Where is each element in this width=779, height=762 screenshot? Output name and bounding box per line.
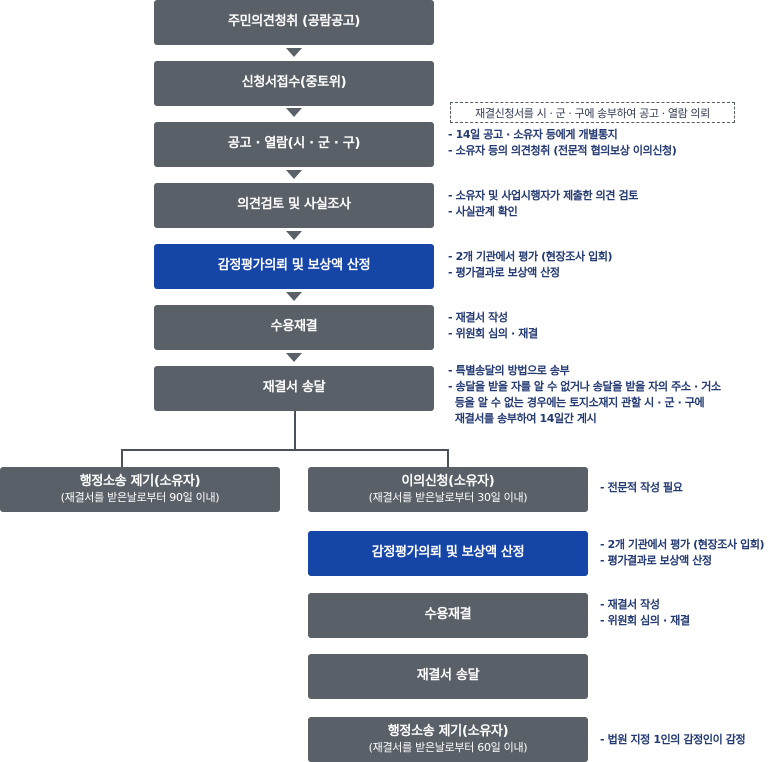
step-public-notice: 공고 · 열람(시 · 군 · 구) — [154, 122, 434, 167]
step-sublabel: (재결서를 받은날로부터 60일 이내) — [368, 741, 528, 755]
connector-vertical — [294, 411, 296, 450]
step-sublabel: (재결서를 받은날로부터 90일 이내) — [60, 491, 220, 505]
step-label: 신청서접수(중토위) — [241, 75, 347, 91]
note-line: 재결서를 송부하여 14일간 게시 — [448, 412, 597, 425]
step-label: 이의신청(소유자) — [401, 474, 495, 489]
step-label: 주민의견청취 (공람공고) — [227, 14, 361, 30]
note-line: - 재결서 작성 — [448, 311, 508, 324]
step-label: 수용재결 — [424, 607, 472, 623]
step-expropriation-ruling-2: 수용재결 — [308, 593, 588, 638]
note-opinion-review: - 소유자 및 사업시행자가 제출한 의견 검토 - 사실관계 확인 — [448, 188, 638, 220]
note-line: - 위원회 심의 · 재결 — [600, 614, 690, 627]
arrow-down-icon — [286, 231, 302, 240]
note-line: - 전문적 작성 필요 — [600, 481, 683, 494]
note-line: - 송달을 받을 자를 알 수 없거나 송달을 받을 자의 주소 · 거소 — [448, 380, 721, 393]
arrow-down-icon — [286, 353, 302, 362]
arrow-down-icon — [286, 108, 302, 117]
note-expropriation-ruling: - 재결서 작성 - 위원회 심의 · 재결 — [448, 310, 538, 342]
step-label: 감정평가의뢰 및 보상액 산정 — [217, 258, 371, 274]
step-public-hearing: 주민의견청취 (공람공고) — [154, 0, 434, 45]
step-label: 감정평가의뢰 및 보상액 산정 — [371, 545, 525, 561]
step-appraisal-2: 감정평가의뢰 및 보상액 산정 — [308, 531, 588, 576]
arrow-down-icon — [286, 292, 302, 301]
note-line: - 재결서 작성 — [600, 598, 660, 611]
step-label: 재결서 송달 — [262, 380, 326, 396]
step-application-receipt: 신청서접수(중토위) — [154, 61, 434, 106]
step-label: 의견검토 및 사실조사 — [237, 197, 351, 213]
arrow-down-icon — [286, 170, 302, 179]
note-expropriation-ruling-2: - 재결서 작성 - 위원회 심의 · 재결 — [600, 597, 690, 629]
step-administrative-suit-60: 행정소송 제기(소유자) (재결서를 받은날로부터 60일 이내) — [308, 717, 588, 762]
note-line: - 평가결과로 보상액 산정 — [448, 266, 560, 279]
note-line: - 사실관계 확인 — [448, 205, 518, 218]
note-public-notice: - 14일 공고 · 소유자 등에게 개별통지 - 소유자 등의 의견청취 (전… — [448, 127, 677, 159]
note-line: - 소유자 등의 의견청취 (전문적 협의보상 이의신청) — [448, 144, 677, 157]
note-objection: - 전문적 작성 필요 — [600, 480, 683, 496]
note-line: - 평가결과로 보상액 산정 — [600, 554, 712, 567]
step-ruling-delivery-2: 재결서 송달 — [308, 654, 588, 699]
note-line: - 2개 기관에서 평가 (현장조사 입회) — [600, 538, 765, 551]
note-line: - 14일 공고 · 소유자 등에게 개별통지 — [448, 128, 618, 141]
note-line: - 특별송달의 방법으로 송부 — [448, 364, 570, 377]
dashed-note-text: 재결신청서를 시 · 군 · 구에 송부하여 공고 · 열람 의뢰 — [475, 106, 710, 120]
note-ruling-delivery: - 특별송달의 방법으로 송부 - 송달을 받을 자를 알 수 없거나 송달을 … — [448, 363, 721, 427]
step-objection: 이의신청(소유자) (재결서를 받은날로부터 30일 이내) — [308, 467, 588, 512]
note-administrative-suit-60: - 법원 지정 1인의 감정인이 감정 — [600, 732, 746, 748]
connector-left-drop — [121, 449, 123, 467]
step-sublabel: (재결서를 받은날로부터 30일 이내) — [368, 491, 528, 505]
connector-right-drop — [447, 449, 449, 467]
step-appraisal: 감정평가의뢰 및 보상액 산정 — [154, 244, 434, 289]
note-line: - 2개 기관에서 평가 (현장조사 입회) — [448, 250, 613, 263]
step-expropriation-ruling: 수용재결 — [154, 305, 434, 350]
note-line: - 법원 지정 1인의 감정인이 감정 — [600, 733, 746, 746]
arrow-down-icon — [286, 48, 302, 57]
step-label: 행정소송 제기(소유자) — [387, 724, 509, 739]
step-label: 행정소송 제기(소유자) — [79, 474, 201, 489]
step-label: 재결서 송달 — [416, 668, 480, 684]
step-label: 수용재결 — [270, 319, 318, 335]
dashed-note-box: 재결신청서를 시 · 군 · 구에 송부하여 공고 · 열람 의뢰 — [450, 102, 735, 123]
note-line: - 소유자 및 사업시행자가 제출한 의견 검토 — [448, 189, 638, 202]
note-line: - 위원회 심의 · 재결 — [448, 327, 538, 340]
step-administrative-suit-90: 행정소송 제기(소유자) (재결서를 받은날로부터 90일 이내) — [0, 467, 280, 512]
step-label: 공고 · 열람(시 · 군 · 구) — [227, 136, 361, 152]
note-appraisal: - 2개 기관에서 평가 (현장조사 입회) - 평가결과로 보상액 산정 — [448, 249, 613, 281]
step-opinion-review: 의견검토 및 사실조사 — [154, 183, 434, 228]
connector-horizontal — [121, 449, 449, 451]
note-line: 등을 알 수 없는 경우에는 토지소재지 관할 시 · 군 · 구에 — [448, 396, 705, 409]
step-ruling-delivery: 재결서 송달 — [154, 366, 434, 411]
note-appraisal-2: - 2개 기관에서 평가 (현장조사 입회) - 평가결과로 보상액 산정 — [600, 537, 765, 569]
